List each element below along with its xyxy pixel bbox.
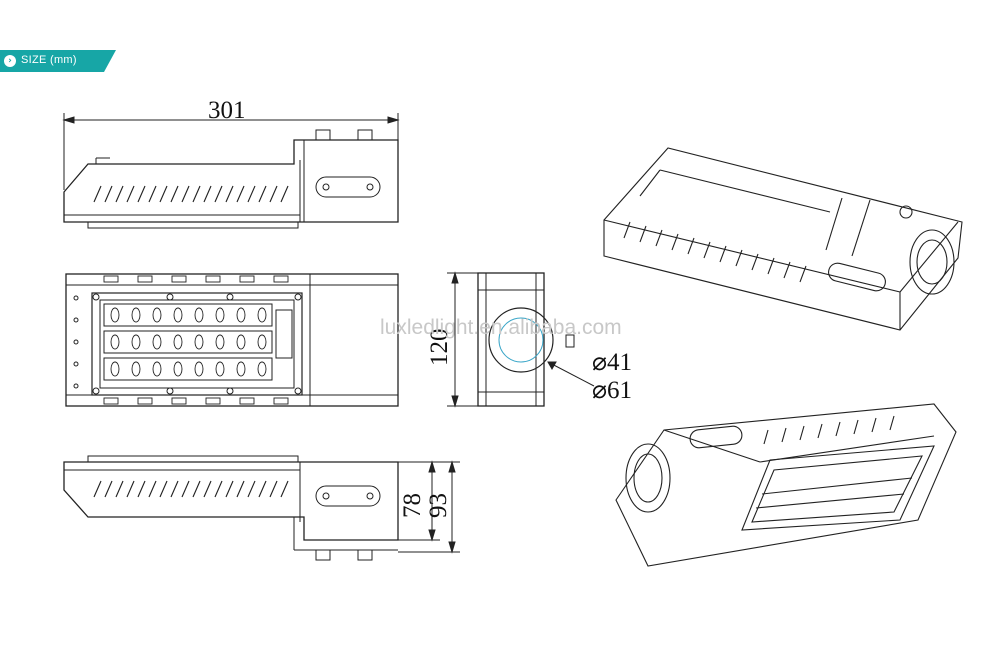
isometric-view-top — [603, 147, 963, 331]
isometric-view-bottom — [615, 403, 957, 567]
side-view-top — [62, 113, 400, 229]
badge-background — [0, 50, 116, 72]
bottom-view — [65, 273, 399, 407]
end-view — [447, 271, 595, 408]
dim-depth-inner: 78 — [399, 493, 426, 518]
section-badge: › SIZE (mm) — [0, 50, 116, 72]
dim-height: 120 — [426, 329, 453, 367]
chevron-right-icon: › — [4, 55, 16, 67]
dim-depth-outer: 93 — [425, 493, 452, 518]
badge-label: SIZE (mm) — [21, 54, 77, 66]
side-view-bottom — [63, 455, 460, 561]
watermark: luxledlight.en.alibaba.com — [380, 316, 622, 339]
dim-length: 301 — [208, 97, 246, 124]
dim-pole-small: ⌀41 — [592, 349, 632, 376]
dim-pole-large: ⌀61 — [592, 377, 632, 404]
